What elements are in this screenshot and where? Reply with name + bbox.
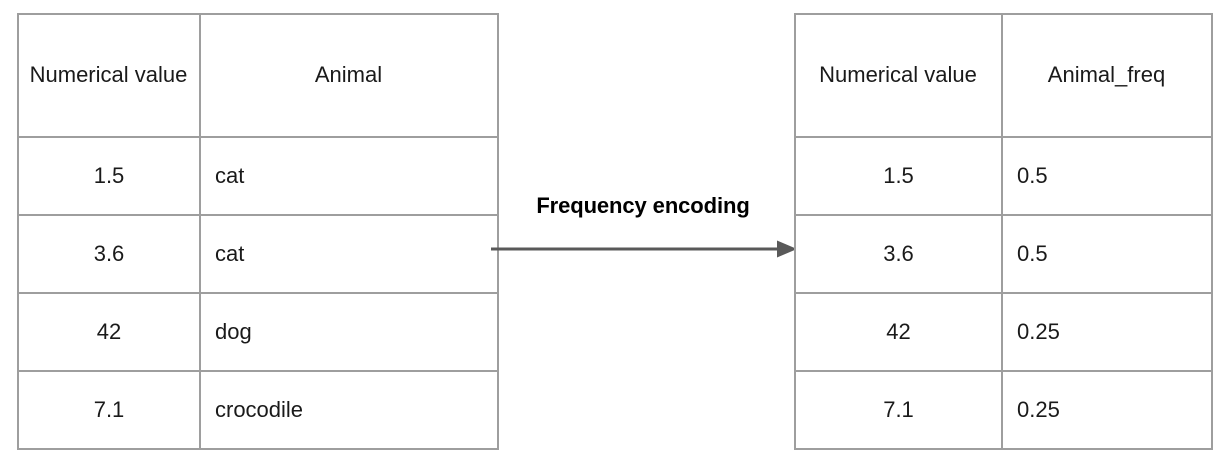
cell-numerical-value: 3.6 [17, 214, 201, 294]
cell-numerical-value: 42 [17, 292, 201, 372]
cell-animal: cat [199, 136, 499, 216]
cell-numerical-value: 7.1 [17, 370, 201, 450]
table-row: 7.1 crocodile [17, 370, 499, 450]
transform-label: Frequency encoding [536, 193, 750, 218]
cell-numerical-value: 3.6 [794, 214, 1003, 294]
cell-numerical-value: 42 [794, 292, 1003, 372]
cell-animal-freq: 0.25 [1001, 292, 1213, 372]
cell-numerical-value: 1.5 [17, 136, 201, 216]
header-cell-numerical-value: Numerical value [17, 13, 201, 138]
table-row: 3.6 0.5 [794, 214, 1213, 294]
table-row: 7.1 0.25 [794, 370, 1213, 450]
cell-animal: crocodile [199, 370, 499, 450]
table-row: 1.5 cat [17, 136, 499, 216]
header-cell-animal-freq: Animal_freq [1001, 13, 1213, 138]
cell-animal: dog [199, 292, 499, 372]
encoded-table: Numerical value Animal_freq 1.5 0.5 3.6 … [794, 13, 1213, 450]
header-cell-animal: Animal [199, 13, 499, 138]
cell-animal-freq: 0.5 [1001, 136, 1213, 216]
cell-animal-freq: 0.25 [1001, 370, 1213, 450]
table-header-row: Numerical value Animal [17, 13, 499, 138]
table-row: 3.6 cat [17, 214, 499, 294]
table-row: 1.5 0.5 [794, 136, 1213, 216]
cell-animal: cat [199, 214, 499, 294]
table-header-row: Numerical value Animal_freq [794, 13, 1213, 138]
arrow-right-icon [491, 240, 797, 258]
table-row: 42 dog [17, 292, 499, 372]
cell-numerical-value: 1.5 [794, 136, 1003, 216]
cell-animal-freq: 0.5 [1001, 214, 1213, 294]
cell-numerical-value: 7.1 [794, 370, 1003, 450]
header-cell-numerical-value: Numerical value [794, 13, 1003, 138]
table-row: 42 0.25 [794, 292, 1213, 372]
source-table: Numerical value Animal 1.5 cat 3.6 cat 4… [17, 13, 499, 450]
